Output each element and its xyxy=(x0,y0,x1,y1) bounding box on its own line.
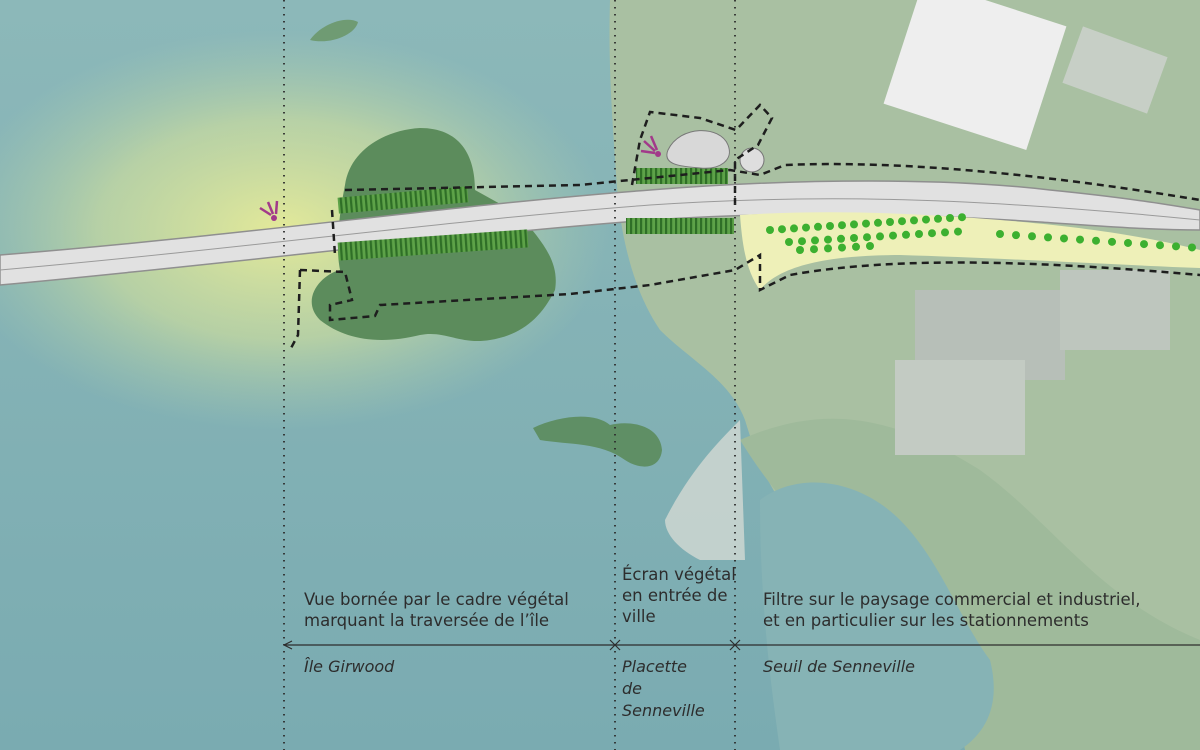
tree-dot xyxy=(941,228,949,237)
tree-dot xyxy=(876,232,884,241)
arrow-cross-icon xyxy=(609,639,621,651)
zone-girwood: Île Girwood xyxy=(304,656,394,678)
description-placette: Écran végétal en entrée de ville xyxy=(622,564,737,627)
tree-dot xyxy=(778,225,786,234)
zone-line: Placette xyxy=(622,657,687,676)
tree-dot xyxy=(910,216,918,225)
tree-dot xyxy=(1156,241,1164,250)
description-girwood: Vue bornée par le cadre végétal marquant… xyxy=(304,589,604,631)
tree-dot xyxy=(1060,234,1068,243)
tree-dot xyxy=(1124,238,1132,247)
tree-dot xyxy=(850,234,858,242)
description-line: Vue bornée par le cadre végétal xyxy=(304,590,569,609)
tree-dot xyxy=(826,222,834,230)
small-island-south xyxy=(533,416,662,467)
tree-dot xyxy=(810,245,818,254)
marina-pier xyxy=(665,420,745,560)
tree-dot xyxy=(866,242,874,250)
description-line: Écran végétal xyxy=(622,565,736,584)
tree-dot xyxy=(824,235,832,244)
description-seuil: Filtre sur le paysage commercial et indu… xyxy=(763,589,1183,631)
tree-dot xyxy=(790,224,798,233)
tree-dot xyxy=(1012,231,1020,240)
east-bay xyxy=(760,482,994,750)
tree-dot xyxy=(1108,237,1116,246)
tree-dot xyxy=(838,221,846,230)
tree-dot xyxy=(838,243,846,252)
tree-dot xyxy=(798,237,806,246)
arrow-cross-icon xyxy=(729,639,741,651)
tree-dot xyxy=(852,242,860,251)
tree-dot xyxy=(1140,240,1148,249)
veg-screen-placette-south xyxy=(626,218,734,234)
parking-lot xyxy=(895,360,1025,455)
description-line: Filtre sur le paysage commercial et indu… xyxy=(763,590,1141,609)
arrow-left-icon xyxy=(283,640,293,650)
small-island-north xyxy=(310,19,358,42)
description-line: en entrée de xyxy=(622,586,728,605)
tree-dot xyxy=(796,246,804,254)
tree-dot xyxy=(874,218,882,227)
tree-dot xyxy=(922,215,930,224)
viewpoint-icon xyxy=(259,200,279,221)
planted-verge xyxy=(740,212,1200,290)
tree-dot xyxy=(1092,236,1100,245)
zone-seuil: Seuil de Senneville xyxy=(763,656,915,678)
office-building xyxy=(1062,26,1168,114)
tree-dot xyxy=(811,236,819,245)
zone-line: Île Girwood xyxy=(304,657,395,676)
tree-dot xyxy=(915,230,923,238)
project-boundary xyxy=(288,103,1200,351)
parking-lot-east xyxy=(1060,270,1170,350)
zone-placette: Placette de Senneville xyxy=(622,656,705,722)
warehouse-building xyxy=(883,0,1067,150)
tree-dot xyxy=(946,214,954,222)
zone-line: Senneville xyxy=(622,701,705,720)
tree-dot xyxy=(785,238,793,246)
tree-dot xyxy=(814,222,822,231)
tree-dot xyxy=(1172,242,1180,251)
zone-line: de xyxy=(622,679,642,698)
tree-dot xyxy=(1044,233,1052,242)
tree-dot xyxy=(928,229,936,238)
tree-dot xyxy=(766,226,774,234)
description-line: ville xyxy=(622,607,656,626)
tree-dot xyxy=(824,244,832,253)
veg-screen-south xyxy=(337,229,529,261)
tree-dot xyxy=(862,219,870,228)
tree-dot xyxy=(850,220,858,229)
tree-dot xyxy=(1076,235,1084,244)
tree-dot xyxy=(902,230,910,239)
tree-dot xyxy=(898,217,906,226)
tree-dot xyxy=(886,218,894,226)
tree-dot xyxy=(802,223,810,232)
description-line: marquant la traversée de l’île xyxy=(304,611,550,630)
highway-median xyxy=(0,198,1200,271)
placette-loop xyxy=(666,130,730,169)
tree-dot xyxy=(889,231,897,240)
zone-line: Seuil de Senneville xyxy=(763,657,915,676)
tree-dot xyxy=(958,213,966,222)
description-line: et en particulier sur les stationnements xyxy=(763,611,1089,630)
tree-plantings xyxy=(766,213,1196,254)
tree-dot xyxy=(1028,232,1036,241)
tree-dot xyxy=(1188,243,1196,252)
viewpoint-icon xyxy=(640,135,661,157)
tree-dot xyxy=(863,233,871,242)
veg-screen-north xyxy=(337,186,469,214)
tree-dot xyxy=(954,227,962,236)
tree-dot xyxy=(837,234,845,243)
roundabout xyxy=(739,147,765,173)
tree-dot xyxy=(934,214,942,223)
tree-dot xyxy=(996,230,1004,238)
